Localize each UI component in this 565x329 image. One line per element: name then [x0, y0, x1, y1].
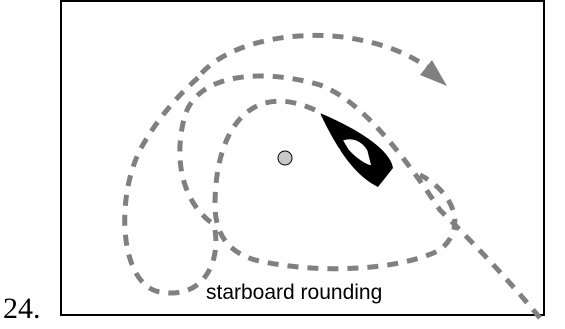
circle-buoy-icon: [278, 151, 292, 165]
arrowhead-icon: [420, 60, 447, 86]
diagram-caption: starboard rounding: [206, 282, 436, 303]
figure-number: 24.: [3, 294, 41, 324]
sailboat-icon: [320, 113, 393, 187]
